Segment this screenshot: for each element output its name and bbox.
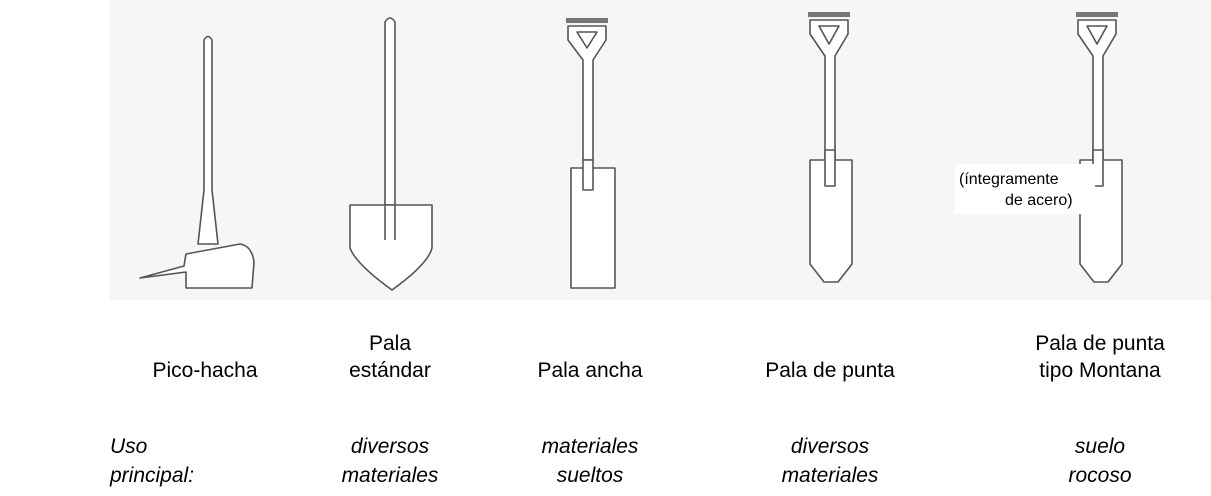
tool-name-pala-montana: Pala de punta tipo Montana	[1035, 332, 1165, 382]
tool-name-pico-hacha: Pico-hacha	[152, 359, 258, 382]
main-use-label: Uso principal:	[110, 435, 195, 487]
wide-shovel-illustration	[566, 18, 616, 289]
note-line-1: (íntegramente	[959, 171, 1059, 188]
tool-name-pala-ancha: Pala ancha	[537, 359, 643, 382]
note-line-2: de acero)	[1005, 192, 1073, 209]
main-use-pala-montana: suelo rocoso	[1068, 435, 1132, 487]
standard-shovel-illustration	[349, 17, 433, 291]
tool-name-pala-estandar: Pala estándar	[349, 332, 431, 382]
main-use-pala-estandar: diversos materiales	[341, 435, 439, 487]
main-use-pala-ancha: materiales sueltos	[541, 435, 639, 487]
main-use-pala-punta: diversos materiales	[781, 435, 879, 487]
pick-axe-illustration	[139, 35, 255, 289]
tool-name-pala-punta: Pala de punta	[765, 359, 895, 382]
pointed-shovel-illustration	[808, 12, 853, 283]
tools-illustration	[139, 12, 1123, 291]
illustration-background	[110, 0, 1211, 300]
all-steel-note: (íntegramente de acero)	[955, 164, 1095, 214]
montana-shovel-illustration	[1076, 12, 1123, 283]
